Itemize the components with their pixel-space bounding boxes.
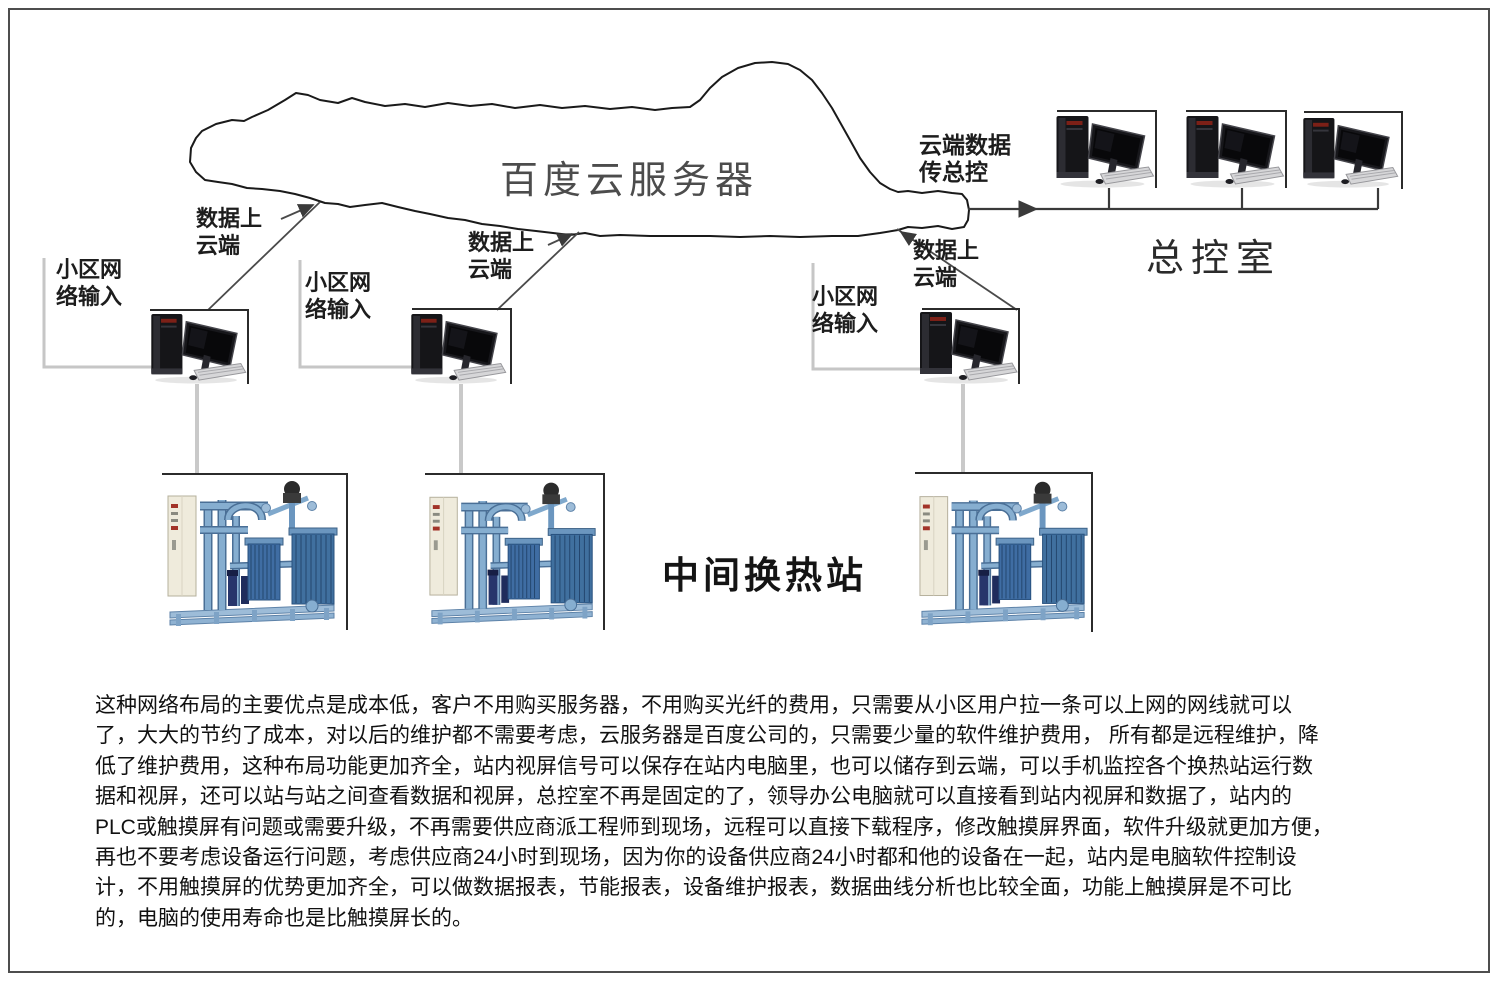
description-line: 再也不要考虑设备运行问题，考虑供应商24小时到现场，因为你的设备供应商24小时都… xyxy=(95,846,1297,870)
station-frame xyxy=(162,473,348,630)
station-frame xyxy=(425,473,605,630)
baidu-cloud-shape xyxy=(189,61,970,238)
network-input-label: 小区网 络输入 xyxy=(305,269,371,323)
description-line: 的，电脑的使用寿命也是比触摸屏长的。 xyxy=(95,906,473,930)
data-upload-label-line2: 云端 xyxy=(913,265,958,290)
network-input-label-line2: 络输入 xyxy=(305,297,372,322)
station-frame xyxy=(915,472,1093,632)
cloud-to-control-label-line2: 传总控 xyxy=(919,159,988,185)
control-room-title: 总控室 xyxy=(1146,238,1282,280)
description-line: 这种网络布局的主要优点是成本低，客户不用购买服务器，不用购买光纤的费用，只需要从… xyxy=(95,694,1292,717)
network-input-label-line2: 络输入 xyxy=(56,284,123,309)
network-input-label-line1: 小区网 xyxy=(812,284,879,309)
station-drop-lines xyxy=(195,384,965,473)
data-upload-label: 数据上 云端 xyxy=(913,237,979,291)
data-upload-label: 数据上 云端 xyxy=(196,205,262,259)
computer-frame xyxy=(150,309,249,384)
cloud-to-control-label-line1: 云端数据 xyxy=(919,132,1011,158)
description-line: 据和视屏，还可以站与站之间查看数据和视屏，总控室不再是固定的了，领导办公电脑就可… xyxy=(95,785,1292,809)
cloud-to-control-label: 云端数据 传总控 xyxy=(919,132,1011,186)
data-upload-label: 数据上 云端 xyxy=(468,229,534,283)
network-input-label-line1: 小区网 xyxy=(56,257,123,282)
network-input-label: 小区网 络输入 xyxy=(56,256,122,310)
control-computer-frame xyxy=(1304,111,1403,189)
community-network-connectors xyxy=(42,258,925,371)
description-line: 了，大大的节约了成本，对以后的维护都不需要考虑，云服务器是百度公司的，只需要少量… xyxy=(95,724,1319,748)
network-input-label: 小区网 络输入 xyxy=(812,283,878,337)
data-upload-label-line1: 数据上 xyxy=(468,230,535,255)
control-computer-frame xyxy=(1057,110,1157,188)
cloud-server-title: 百度云服务器 xyxy=(500,160,759,202)
heat-station-title: 中间换热站 xyxy=(662,555,867,596)
data-upload-label-line1: 数据上 xyxy=(196,206,263,231)
description-line: 计，不用触摸屏的优势更加齐全，可以做数据报表，节能报表，设备维护报表，数据曲线分… xyxy=(95,876,1292,900)
description-line: 低了维护费用，这种布局功能更加齐全，站内视屏信号可以保存在站内电脑里，也可以储存… xyxy=(95,754,1313,778)
data-upload-links xyxy=(207,201,1018,311)
description-paragraph: 这种网络布局的主要优点是成本低，客户不用购买服务器，不用购买光纤的费用，只需要从… xyxy=(95,691,1445,934)
computer-frame xyxy=(412,308,512,384)
network-input-label-line1: 小区网 xyxy=(305,270,372,295)
cloud-to-control-bus xyxy=(968,188,1380,218)
data-upload-label-line1: 数据上 xyxy=(913,238,980,263)
computer-frame xyxy=(922,308,1020,384)
data-upload-label-line2: 云端 xyxy=(468,257,513,282)
data-upload-label-line2: 云端 xyxy=(196,233,241,258)
control-computer-frame xyxy=(1186,110,1287,188)
description-line: PLC或触摸屏有问题或需要升级，不再需要供应商派工程师到现场，远程可以直接下载程… xyxy=(95,815,1333,839)
network-input-label-line2: 络输入 xyxy=(812,311,879,336)
